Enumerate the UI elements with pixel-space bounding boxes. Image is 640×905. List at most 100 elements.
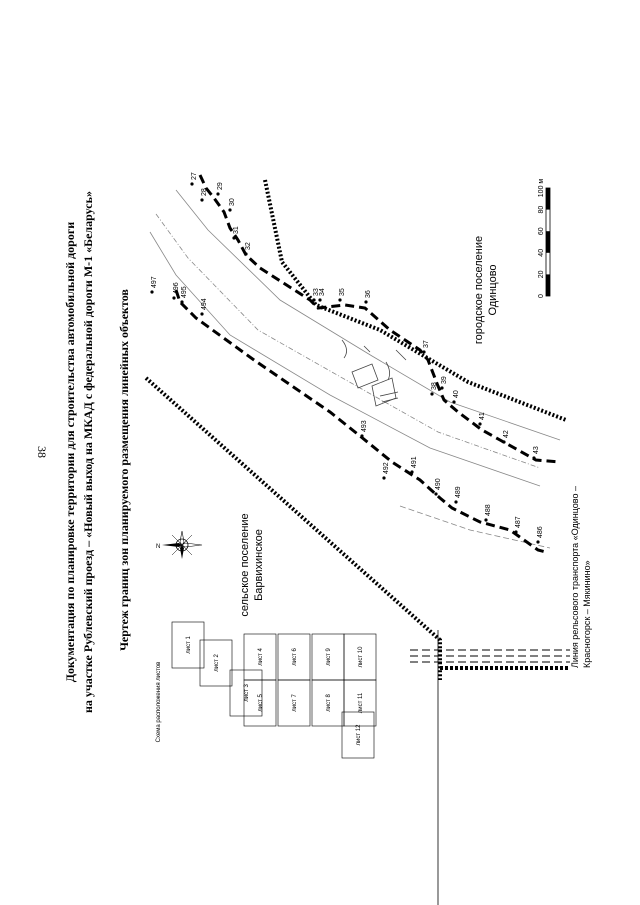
railway-label-line2: Красногорск – Мякинино» (582, 560, 592, 668)
outer-boundary-right (263, 179, 567, 422)
zone-boundary-upper (198, 174, 561, 464)
boundary-point-marker (364, 300, 368, 304)
boundary-point-label: 42 (503, 430, 510, 438)
scale-tick-label: 40 (538, 249, 545, 257)
sheet-box (171, 621, 205, 669)
boundary-point-label: 495 (181, 286, 188, 298)
boundary-point-marker (454, 500, 458, 504)
boundary-point-label: 491 (411, 456, 418, 468)
boundary-point-label: 40 (453, 390, 460, 398)
urban-settlement-label-line2: Одинцово (487, 264, 499, 315)
sheet-label: лист 2 (214, 654, 220, 672)
document-title-line2: на участке Рублевский проезд – «Новый вы… (81, 191, 95, 713)
railway (410, 630, 570, 905)
boundary-point-marker (440, 386, 444, 390)
boundary-point-marker (502, 440, 506, 444)
boundary-point-marker (410, 470, 414, 474)
boundary-point-label: 43 (533, 446, 540, 454)
boundary-point-label: 489 (455, 486, 462, 498)
boundary-point-marker (514, 530, 518, 534)
boundary-point-marker (228, 208, 232, 212)
boundary-point-label: 35 (339, 288, 346, 296)
scale-tick-label: 0 (538, 294, 545, 298)
boundary-point-label: 39 (441, 376, 448, 384)
road-line (399, 505, 551, 549)
boundary-point-label: 486 (537, 526, 544, 538)
page-number: 38 (35, 446, 49, 458)
structure (341, 339, 407, 407)
sheet-box (341, 711, 375, 759)
sheet-label: лист 10 (358, 646, 364, 668)
scale-tick-label: 60 (538, 227, 545, 235)
boundary-point-label: 38 (431, 382, 438, 390)
zone-boundary-lower (174, 289, 547, 554)
boundary-point-marker (318, 298, 322, 302)
scale-tick-label: 20 (538, 270, 545, 278)
sheet-label: лист 12 (356, 724, 362, 746)
sheet-box (199, 639, 233, 687)
boundary-point-label: 31 (233, 226, 240, 234)
boundary-point-label: 37 (423, 340, 430, 348)
rural-settlement-label-line1: сельское поселение (239, 513, 251, 616)
drawing-title: Чертеж границ зон планируемого размещени… (117, 289, 131, 651)
boundary-point-marker (422, 350, 426, 354)
road-line (175, 189, 561, 441)
urban-settlement-label-line1: городское поселение (473, 236, 485, 344)
road-line (149, 231, 541, 487)
boundary-point-marker (360, 434, 364, 438)
boundary-point-label: 487 (515, 516, 522, 528)
sheet-label: лист 9 (326, 648, 332, 666)
road-line (155, 213, 541, 469)
boundary-point-label: 496 (173, 282, 180, 294)
svg-text:N: N (156, 544, 160, 550)
boundary-point-label: 28 (201, 188, 208, 196)
sheet-box (277, 679, 311, 727)
boundary-point-marker (478, 422, 482, 426)
sheet-label: лист 4 (258, 648, 264, 666)
document-title-line1: Документация по планировке территории дл… (63, 222, 77, 682)
scale-tick-labels: 0 20 40 60 80 100 м (538, 179, 545, 298)
boundary-point-label: 34 (319, 288, 326, 296)
sheet-label: лист 5 (258, 694, 264, 712)
boundary-point-label: 33 (313, 288, 320, 296)
sheet-label: лист 11 (358, 692, 364, 713)
outer-boundary-left (144, 376, 442, 680)
boundary-point-marker (536, 540, 540, 544)
boundary-point-marker (180, 300, 184, 304)
sheet-label: лист 7 (292, 694, 298, 712)
boundary-point-marker (430, 392, 434, 396)
sheet-label: лист 3 (244, 684, 250, 702)
sheet-box (229, 669, 263, 717)
boundary-point-marker (172, 296, 176, 300)
scale-bar (545, 187, 551, 297)
boundary-point-label: 32 (245, 242, 252, 250)
boundary-point-label: 30 (229, 198, 236, 206)
boundary-point-label: 41 (479, 412, 486, 420)
rural-settlement-label-line2: Барвихинское (253, 529, 265, 601)
sheet-box (243, 679, 277, 727)
boundary-point-marker (190, 182, 194, 186)
boundary-point-marker (200, 198, 204, 202)
sheet-label: лист 6 (292, 648, 298, 666)
boundary-point-marker (434, 492, 438, 496)
boundary-point-label: 488 (485, 504, 492, 516)
sheet-label: лист 8 (326, 694, 332, 712)
boundary-point-label: 493 (361, 420, 368, 432)
scale-tick-label: 100 м (538, 179, 545, 198)
sheet-box (343, 679, 377, 727)
boundary-point-label: 497 (151, 276, 158, 288)
sheet-label: лист 1 (186, 636, 192, 654)
boundary-point-marker (382, 476, 386, 480)
scale-tick-label: 80 (538, 206, 545, 214)
boundary-point-marker (312, 298, 316, 302)
boundary-point-marker (452, 400, 456, 404)
boundary-point-label: 492 (383, 462, 390, 474)
sheet-index-grid: лист 1 лист 2 лист 3 лист 4 лист 5 лист 6 лист… (171, 621, 377, 759)
boundary-point-label: 27 (191, 172, 198, 180)
boundary-point-marker (244, 252, 248, 256)
boundary-point-marker (150, 290, 154, 294)
north-arrow-icon: N (156, 530, 203, 559)
boundary-point-label: 29 (217, 182, 224, 190)
